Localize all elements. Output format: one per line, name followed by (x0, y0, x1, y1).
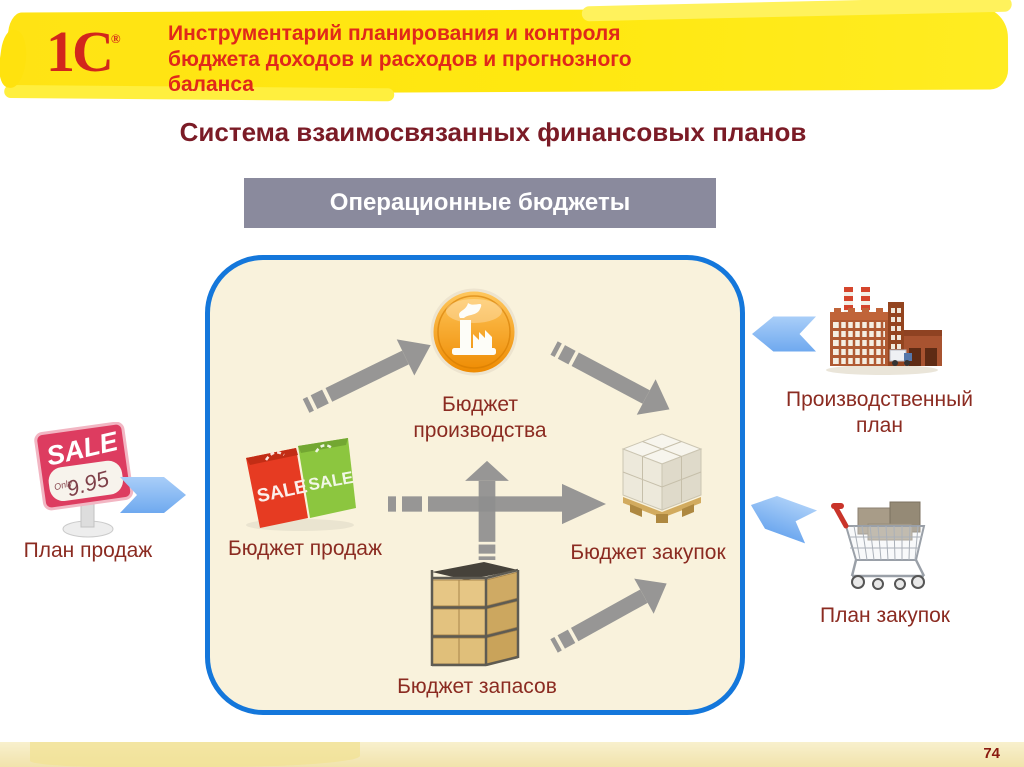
arrow-stocks-up (463, 460, 511, 560)
crates-icon (422, 556, 528, 670)
pallet-boxes-icon (606, 430, 718, 544)
footer-band (0, 742, 1024, 767)
header-title: Инструментарий планирования и контроля б… (168, 21, 728, 98)
header-title-line1: Инструментарий планирования и контроля (168, 22, 621, 45)
operational-budgets-label: Операционные бюджеты (329, 189, 631, 216)
label-production-plan: Производственный план (786, 388, 973, 438)
operational-budgets-band: Операционные бюджеты (244, 178, 716, 228)
company-logo: 1С® (46, 20, 166, 88)
sale-sign-icon: SALE Only 9.95 (32, 422, 144, 540)
registered-mark-icon: ® (110, 31, 121, 46)
factory-building-icon (816, 282, 944, 378)
arrow-production-plan-in (752, 316, 816, 352)
shopping-cart-icon (828, 492, 940, 592)
slide-title: Система взаимосвязанных финансовых плано… (179, 117, 807, 147)
label-production-budget: Бюджет производства (413, 393, 547, 443)
page-number: 74 (983, 745, 1000, 762)
logo-text: 1С (46, 19, 114, 84)
label-purchase-budget: Бюджет закупок (570, 541, 726, 564)
label-stock-budget: Бюджет запасов (397, 675, 557, 698)
label-sales-plan: План продаж (23, 539, 153, 562)
label-sales-budget: Бюджет продаж (227, 537, 383, 560)
arrow-sales-plan-in (120, 477, 186, 513)
arrow-purchase-plan-in (744, 487, 818, 545)
label-purchase-plan: План закупок (820, 604, 950, 627)
shopping-bags-icon: SALE SALE (238, 426, 364, 532)
header-title-line3: баланса (168, 73, 254, 97)
factory-badge-icon (430, 288, 518, 376)
header-title-line2: бюджета доходов и расходов и прогнозного (168, 47, 632, 71)
